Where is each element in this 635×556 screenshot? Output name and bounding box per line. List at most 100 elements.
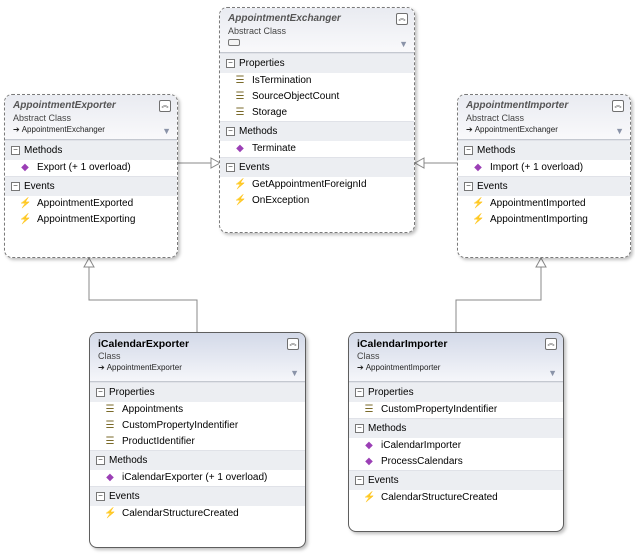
events-section: −Events ⚡GetAppointmentForeignId ⚡OnExce… [220, 157, 414, 209]
member-row[interactable]: ⚡AppointmentImporting [472, 214, 588, 225]
collapse-section-icon[interactable]: − [355, 424, 364, 433]
class-name: AppointmentImporter [466, 100, 569, 111]
class-header: AppointmentExporter Abstract Class ➔Appo… [5, 95, 177, 140]
class-appointment-importer[interactable]: AppointmentImporter Abstract Class ➔Appo… [457, 94, 631, 258]
section-header-methods[interactable]: −Methods [90, 450, 305, 470]
connector-ical-exporter-arrowhead [83, 256, 95, 268]
section-header-methods[interactable]: −Methods [349, 418, 563, 438]
collapse-section-icon[interactable]: − [355, 476, 364, 485]
section-header-methods[interactable]: −Methods [220, 121, 414, 141]
section-header-events[interactable]: −Events [220, 157, 414, 177]
event-icon: ⚡ [19, 198, 32, 209]
class-appointment-exporter[interactable]: AppointmentExporter Abstract Class ➔Appo… [4, 94, 178, 258]
event-icon: ⚡ [472, 214, 485, 225]
collapse-section-icon[interactable]: − [226, 59, 235, 68]
connector-importer-arrowhead [413, 157, 425, 169]
collapse-section-icon[interactable]: − [355, 388, 364, 397]
filter-icon[interactable]: ▼ [399, 39, 408, 49]
events-section: −Events ⚡CalendarStructureCreated [349, 470, 563, 506]
filter-icon[interactable]: ▼ [162, 126, 171, 136]
section-header-properties[interactable]: −Properties [220, 53, 414, 73]
property-icon: ☰ [235, 107, 245, 118]
class-kind: Class [98, 351, 121, 361]
section-header-events[interactable]: −Events [5, 176, 177, 196]
section-header-methods[interactable]: −Methods [5, 140, 177, 160]
member-row[interactable]: ◆iCalendarExporter (+ 1 overload) [90, 470, 305, 486]
collapse-section-icon[interactable]: − [226, 127, 235, 136]
collapse-section-icon[interactable]: − [11, 182, 20, 191]
section-header-properties[interactable]: −Properties [349, 382, 563, 402]
section-header-events[interactable]: −Events [349, 470, 563, 490]
class-name: iCalendarExporter [98, 338, 190, 350]
member-row[interactable]: ◆Terminate [220, 141, 414, 157]
properties-section: −Properties ☰IsTermination ☰SourceObject… [220, 53, 414, 121]
class-header: iCalendarExporter Class ➔AppointmentExpo… [90, 333, 305, 382]
methods-section: −Methods ◆Import (+ 1 overload) [458, 140, 630, 176]
collapse-section-icon[interactable]: − [96, 492, 105, 501]
member-row[interactable]: ☰Storage [235, 107, 288, 118]
collapse-section-icon[interactable]: − [96, 456, 105, 465]
event-icon: ⚡ [234, 179, 247, 190]
member-row[interactable]: ☰CustomPropertyIndentifier [364, 404, 498, 415]
method-icon: ◆ [474, 162, 482, 173]
class-appointment-exchanger[interactable]: AppointmentExchanger Abstract Class ︽ ▼ … [219, 7, 415, 233]
method-icon: ◆ [365, 456, 373, 467]
event-icon: ⚡ [104, 508, 117, 519]
connector-ical-importer-arrowhead [535, 256, 547, 268]
member-row[interactable]: ⚡AppointmentImported [472, 198, 586, 209]
collapse-section-icon[interactable]: − [464, 182, 473, 191]
class-header: AppointmentImporter Abstract Class ➔Appo… [458, 95, 630, 140]
member-row[interactable]: ◆ProcessCalendars [349, 454, 563, 470]
toggle-icon[interactable] [228, 39, 240, 47]
member-row[interactable]: ☰IsTermination [235, 75, 312, 86]
member-row[interactable]: ☰Appointments [105, 404, 184, 415]
collapse-chevron-icon[interactable]: ︽ [159, 100, 171, 112]
base-class: AppointmentImporter [365, 363, 441, 372]
member-row[interactable]: ◆Export (+ 1 overload) [5, 160, 177, 176]
filter-icon[interactable]: ▼ [548, 368, 557, 378]
section-header-events[interactable]: −Events [90, 486, 305, 506]
member-row[interactable]: ☰CustomPropertyIndentifier [105, 420, 239, 431]
inheritance-arrow-icon: ➔ [357, 363, 364, 372]
class-kind: Abstract Class [466, 113, 525, 123]
collapse-section-icon[interactable]: − [226, 163, 235, 172]
member-row[interactable]: ◆Import (+ 1 overload) [458, 160, 630, 176]
method-icon: ◆ [106, 472, 114, 483]
filter-icon[interactable]: ▼ [290, 368, 299, 378]
section-header-methods[interactable]: −Methods [458, 140, 630, 160]
member-row[interactable]: ⚡AppointmentExported [19, 198, 134, 209]
member-row[interactable]: ☰ProductIdentifier [105, 436, 195, 447]
class-icalendar-exporter[interactable]: iCalendarExporter Class ➔AppointmentExpo… [89, 332, 306, 548]
properties-section: −Properties ☰Appointments ☰CustomPropert… [90, 382, 305, 450]
collapse-chevron-icon[interactable]: ︽ [287, 338, 299, 350]
collapse-section-icon[interactable]: − [96, 388, 105, 397]
connector-ical-importer-to-importer [455, 267, 542, 332]
property-icon: ☰ [364, 404, 374, 415]
property-icon: ☰ [105, 436, 115, 447]
member-row[interactable]: ⚡GetAppointmentForeignId [234, 179, 367, 190]
class-icalendar-importer[interactable]: iCalendarImporter Class ➔AppointmentImpo… [348, 332, 564, 532]
property-icon: ☰ [235, 75, 245, 86]
collapse-section-icon[interactable]: − [11, 146, 20, 155]
section-header-properties[interactable]: −Properties [90, 382, 305, 402]
class-header: AppointmentExchanger Abstract Class ︽ ▼ [220, 8, 414, 53]
member-row[interactable]: ☰SourceObjectCount [235, 91, 340, 102]
methods-section: −Methods ◆iCalendarImporter ◆ProcessCale… [349, 418, 563, 470]
member-row[interactable]: ⚡AppointmentExporting [19, 214, 136, 225]
properties-section: −Properties ☰CustomPropertyIndentifier [349, 382, 563, 418]
member-row[interactable]: ◆iCalendarImporter [349, 438, 563, 454]
collapse-chevron-icon[interactable]: ︽ [545, 338, 557, 350]
filter-icon[interactable]: ▼ [615, 126, 624, 136]
inheritance-arrow-icon: ➔ [13, 125, 20, 134]
events-section: −Events ⚡AppointmentExported ⚡Appointmen… [5, 176, 177, 228]
collapse-chevron-icon[interactable]: ︽ [612, 100, 624, 112]
member-row[interactable]: ⚡CalendarStructureCreated [363, 492, 498, 503]
section-header-events[interactable]: −Events [458, 176, 630, 196]
member-row[interactable]: ⚡CalendarStructureCreated [104, 508, 239, 519]
member-row[interactable]: ⚡OnException [234, 195, 310, 206]
class-kind: Class [357, 351, 380, 361]
collapse-chevron-icon[interactable]: ︽ [396, 13, 408, 25]
collapse-section-icon[interactable]: − [464, 146, 473, 155]
